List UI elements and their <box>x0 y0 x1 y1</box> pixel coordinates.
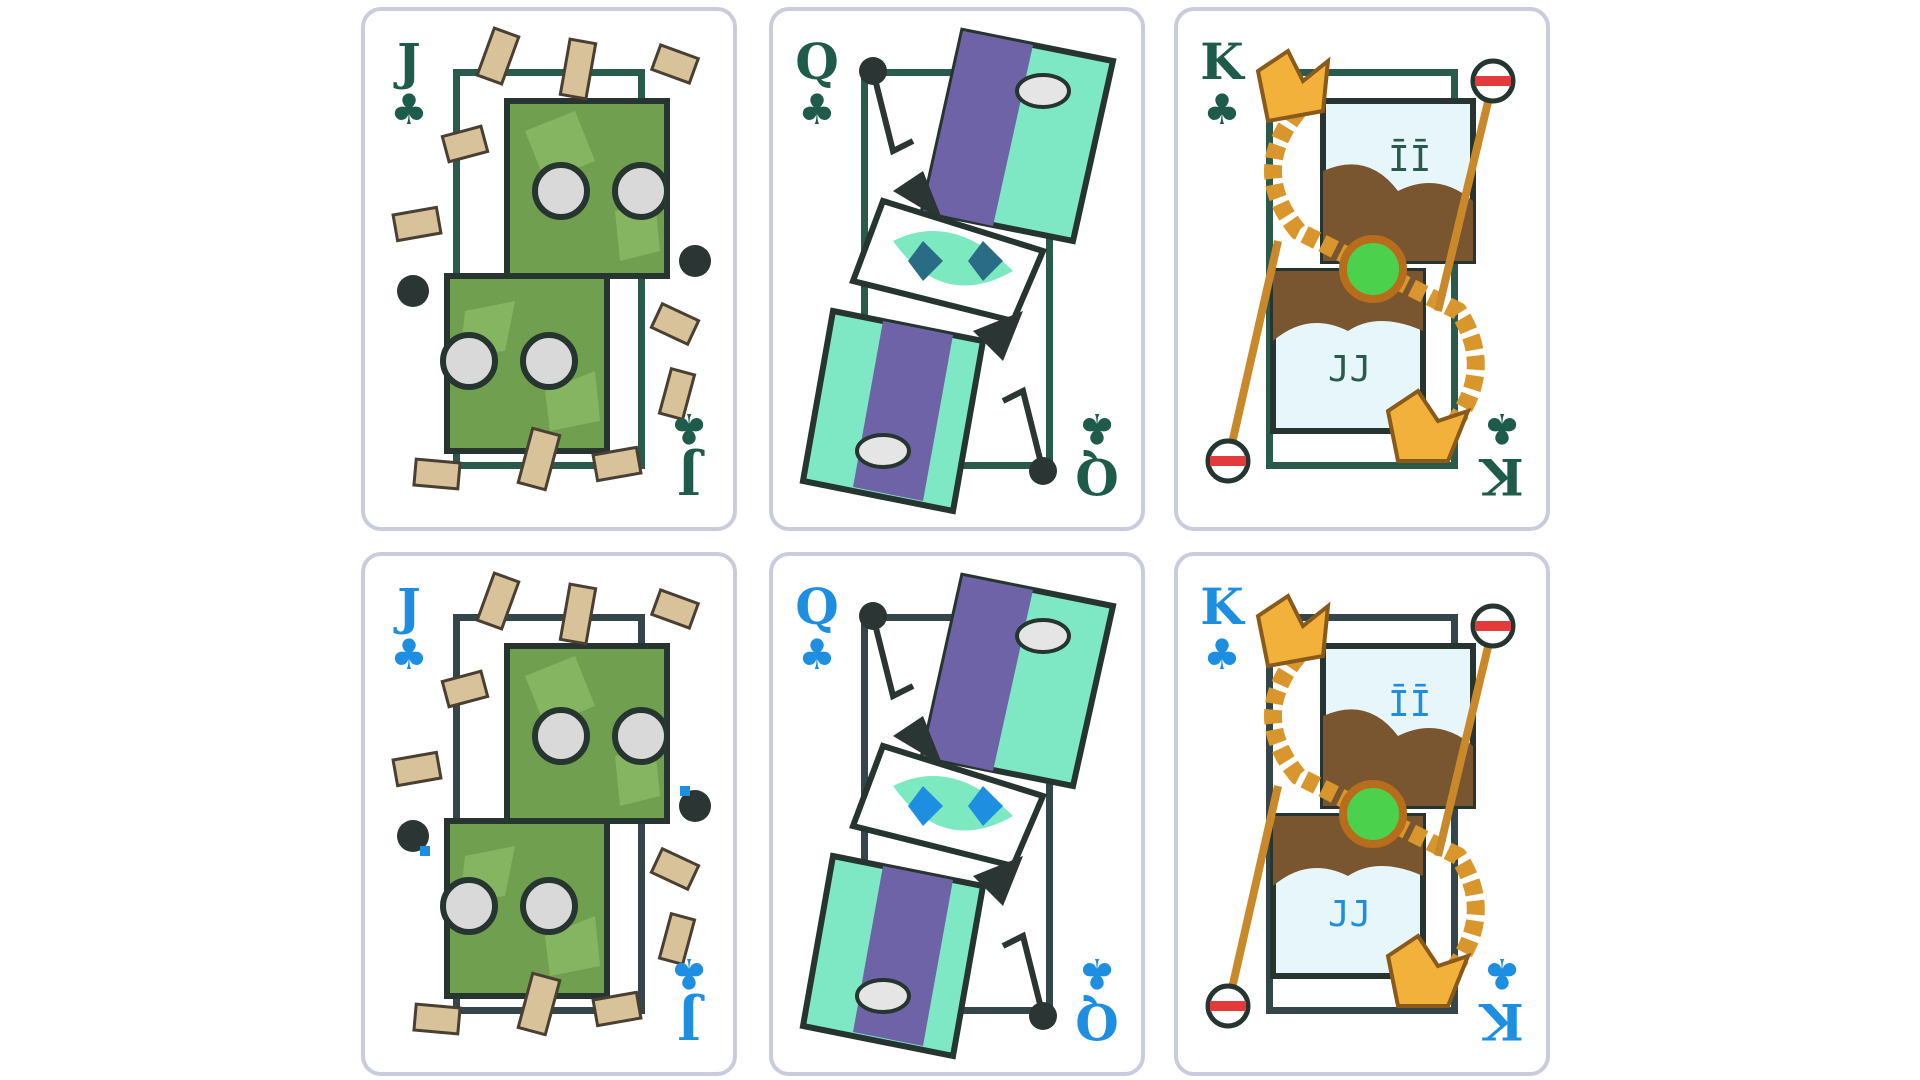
card-index-top: Q ♣ <box>791 37 843 131</box>
svg-text:JJ: JJ <box>1328 349 1371 390</box>
jack-illustration <box>391 571 711 1037</box>
rank-label: Q <box>795 32 839 91</box>
jack-illustration <box>391 26 711 492</box>
svg-text:ĪĪ: ĪĪ <box>1388 684 1431 725</box>
queen-illustration <box>799 572 1117 1060</box>
card-index-bottom: Q ♣ <box>1071 949 1123 1051</box>
card-index-bottom: J ♣ <box>663 404 715 506</box>
club-suit-icon: ♣ <box>1483 404 1521 453</box>
card-index-bottom: Q ♣ <box>1071 404 1123 506</box>
svg-text:JJ: JJ <box>1328 894 1371 935</box>
card-index-top: K ♣ <box>1196 37 1248 131</box>
rank-label: Q <box>1075 447 1119 506</box>
card-index-top: J ♣ <box>383 37 435 131</box>
card-index-bottom: K ♣ <box>1476 949 1528 1051</box>
card-index-top: Q ♣ <box>791 582 843 676</box>
card-jack-clubs-green[interactable]: J ♣ J ♣ <box>361 7 737 531</box>
card-jack-clubs-blue[interactable]: J ♣ J ♣ <box>361 552 737 1076</box>
card-index-bottom: J ♣ <box>663 949 715 1051</box>
card-index-top: K ♣ <box>1196 582 1248 676</box>
club-suit-icon: ♣ <box>390 85 428 134</box>
club-suit-icon: ♣ <box>798 85 836 134</box>
card-king-clubs-green[interactable]: ĪĪ JJ K ♣ K ♣ <box>1174 7 1550 531</box>
card-index-bottom: K ♣ <box>1476 404 1528 506</box>
rank-label: J <box>397 32 421 91</box>
rank-label: J <box>397 577 421 636</box>
club-suit-icon: ♣ <box>670 404 708 453</box>
queen-illustration <box>799 27 1117 515</box>
club-suit-icon: ♣ <box>670 949 708 998</box>
club-suit-icon: ♣ <box>1203 85 1241 134</box>
rank-label: J <box>677 447 701 506</box>
rank-label: K <box>1200 577 1244 636</box>
rank-label: J <box>677 992 701 1051</box>
card-king-clubs-blue[interactable]: ĪĪ JJ K ♣ K ♣ <box>1174 552 1550 1076</box>
club-suit-icon: ♣ <box>1483 949 1521 998</box>
rank-label: Q <box>795 577 839 636</box>
club-suit-icon: ♣ <box>1078 949 1116 998</box>
rank-label: K <box>1480 447 1524 506</box>
club-suit-icon: ♣ <box>798 630 836 679</box>
rank-label: Q <box>1075 992 1119 1051</box>
club-suit-icon: ♣ <box>1078 404 1116 453</box>
card-queen-clubs-green[interactable]: Q ♣ Q ♣ <box>769 7 1145 531</box>
rank-label: K <box>1200 32 1244 91</box>
card-index-top: J ♣ <box>383 582 435 676</box>
club-suit-icon: ♣ <box>390 630 428 679</box>
rank-label: K <box>1480 992 1524 1051</box>
card-queen-clubs-blue[interactable]: Q ♣ Q ♣ <box>769 552 1145 1076</box>
club-suit-icon: ♣ <box>1203 630 1241 679</box>
king-illustration: ĪĪ JJ <box>1205 48 1516 484</box>
svg-text:ĪĪ: ĪĪ <box>1388 139 1431 180</box>
king-illustration: ĪĪ JJ <box>1205 593 1516 1029</box>
